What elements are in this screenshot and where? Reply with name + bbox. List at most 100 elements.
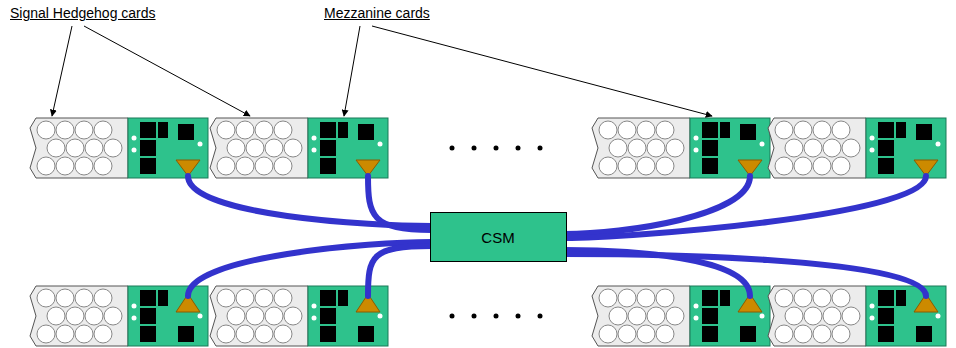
led-dot bbox=[694, 316, 699, 321]
chip bbox=[702, 158, 718, 174]
socket-hole bbox=[618, 157, 636, 175]
card-board bbox=[128, 118, 208, 178]
socket-hole bbox=[775, 325, 793, 343]
chip bbox=[338, 122, 348, 138]
socket-hole bbox=[794, 121, 812, 139]
socket-hole bbox=[609, 307, 627, 325]
socket-hole bbox=[823, 307, 841, 325]
socket-hole bbox=[274, 325, 292, 343]
socket-hole bbox=[56, 121, 74, 139]
chip bbox=[158, 122, 168, 138]
socket-hole bbox=[794, 289, 812, 307]
chip bbox=[320, 290, 336, 306]
card-board bbox=[128, 286, 208, 346]
socket-hole bbox=[284, 307, 302, 325]
card-outline bbox=[592, 118, 690, 178]
led-dot bbox=[936, 142, 941, 147]
leader-line bbox=[372, 26, 712, 116]
socket-hole bbox=[794, 157, 812, 175]
chip bbox=[702, 122, 718, 138]
socket-hole bbox=[656, 157, 674, 175]
card-board bbox=[866, 118, 946, 178]
csm-box: CSM bbox=[430, 212, 567, 262]
socket-hole bbox=[85, 307, 103, 325]
socket-hole bbox=[637, 157, 655, 175]
chip bbox=[140, 326, 156, 342]
socket-hole bbox=[274, 121, 292, 139]
socket-hole bbox=[227, 139, 245, 157]
mezzanine-card bbox=[866, 286, 946, 346]
box-label: CSM bbox=[481, 229, 514, 246]
socket-hole bbox=[217, 121, 235, 139]
led-dot bbox=[132, 316, 137, 321]
led-dot bbox=[870, 136, 875, 141]
card-outline bbox=[210, 118, 308, 178]
socket-hole bbox=[255, 289, 273, 307]
socket-hole bbox=[75, 157, 93, 175]
callout-label: Mezzanine cards bbox=[322, 5, 432, 21]
chip bbox=[320, 158, 336, 174]
led-dot bbox=[378, 142, 383, 147]
socket-hole bbox=[236, 121, 254, 139]
chip bbox=[320, 308, 336, 324]
chip bbox=[702, 308, 718, 324]
chip bbox=[878, 122, 894, 138]
socket-hole bbox=[227, 307, 245, 325]
led-dot bbox=[312, 316, 317, 321]
led-dot bbox=[312, 148, 317, 153]
socket-hole bbox=[217, 325, 235, 343]
chip bbox=[740, 124, 756, 140]
socket-hole bbox=[832, 121, 850, 139]
callout-label: Signal Hedgehog cards bbox=[8, 5, 158, 21]
card-board bbox=[308, 118, 388, 178]
socket-hole bbox=[656, 121, 674, 139]
socket-hole bbox=[637, 325, 655, 343]
socket-hole bbox=[823, 139, 841, 157]
socket-hole bbox=[75, 121, 93, 139]
led-dot bbox=[870, 316, 875, 321]
chip bbox=[878, 290, 894, 306]
socket-hole bbox=[47, 139, 65, 157]
chip bbox=[720, 122, 730, 138]
socket-hole bbox=[842, 307, 860, 325]
socket-hole bbox=[94, 289, 112, 307]
socket-hole bbox=[656, 325, 674, 343]
card-outline bbox=[592, 286, 690, 346]
socket-hole bbox=[618, 289, 636, 307]
socket-hole bbox=[804, 307, 822, 325]
card-board bbox=[690, 118, 770, 178]
socket-hole bbox=[813, 289, 831, 307]
socket-hole bbox=[647, 139, 665, 157]
chip bbox=[320, 326, 336, 342]
chip bbox=[702, 290, 718, 306]
cable bbox=[565, 176, 927, 238]
led-dot bbox=[132, 304, 137, 309]
chip bbox=[878, 308, 894, 324]
hedgehog-card bbox=[768, 118, 866, 178]
chip bbox=[878, 140, 894, 156]
socket-hole bbox=[609, 139, 627, 157]
socket-hole bbox=[813, 325, 831, 343]
led-dot bbox=[870, 304, 875, 309]
led-dot bbox=[132, 148, 137, 153]
socket-hole bbox=[236, 325, 254, 343]
socket-hole bbox=[599, 325, 617, 343]
socket-hole bbox=[246, 307, 264, 325]
socket-hole bbox=[813, 157, 831, 175]
socket-hole bbox=[284, 139, 302, 157]
chip bbox=[140, 290, 156, 306]
socket-hole bbox=[255, 325, 273, 343]
socket-hole bbox=[832, 289, 850, 307]
led-dot bbox=[870, 148, 875, 153]
socket-hole bbox=[785, 307, 803, 325]
socket-hole bbox=[94, 121, 112, 139]
socket-hole bbox=[56, 325, 74, 343]
chip bbox=[338, 290, 348, 306]
socket-hole bbox=[618, 121, 636, 139]
socket-hole bbox=[94, 157, 112, 175]
chip bbox=[878, 158, 894, 174]
socket-hole bbox=[794, 325, 812, 343]
led-dot bbox=[694, 304, 699, 309]
socket-hole bbox=[236, 157, 254, 175]
